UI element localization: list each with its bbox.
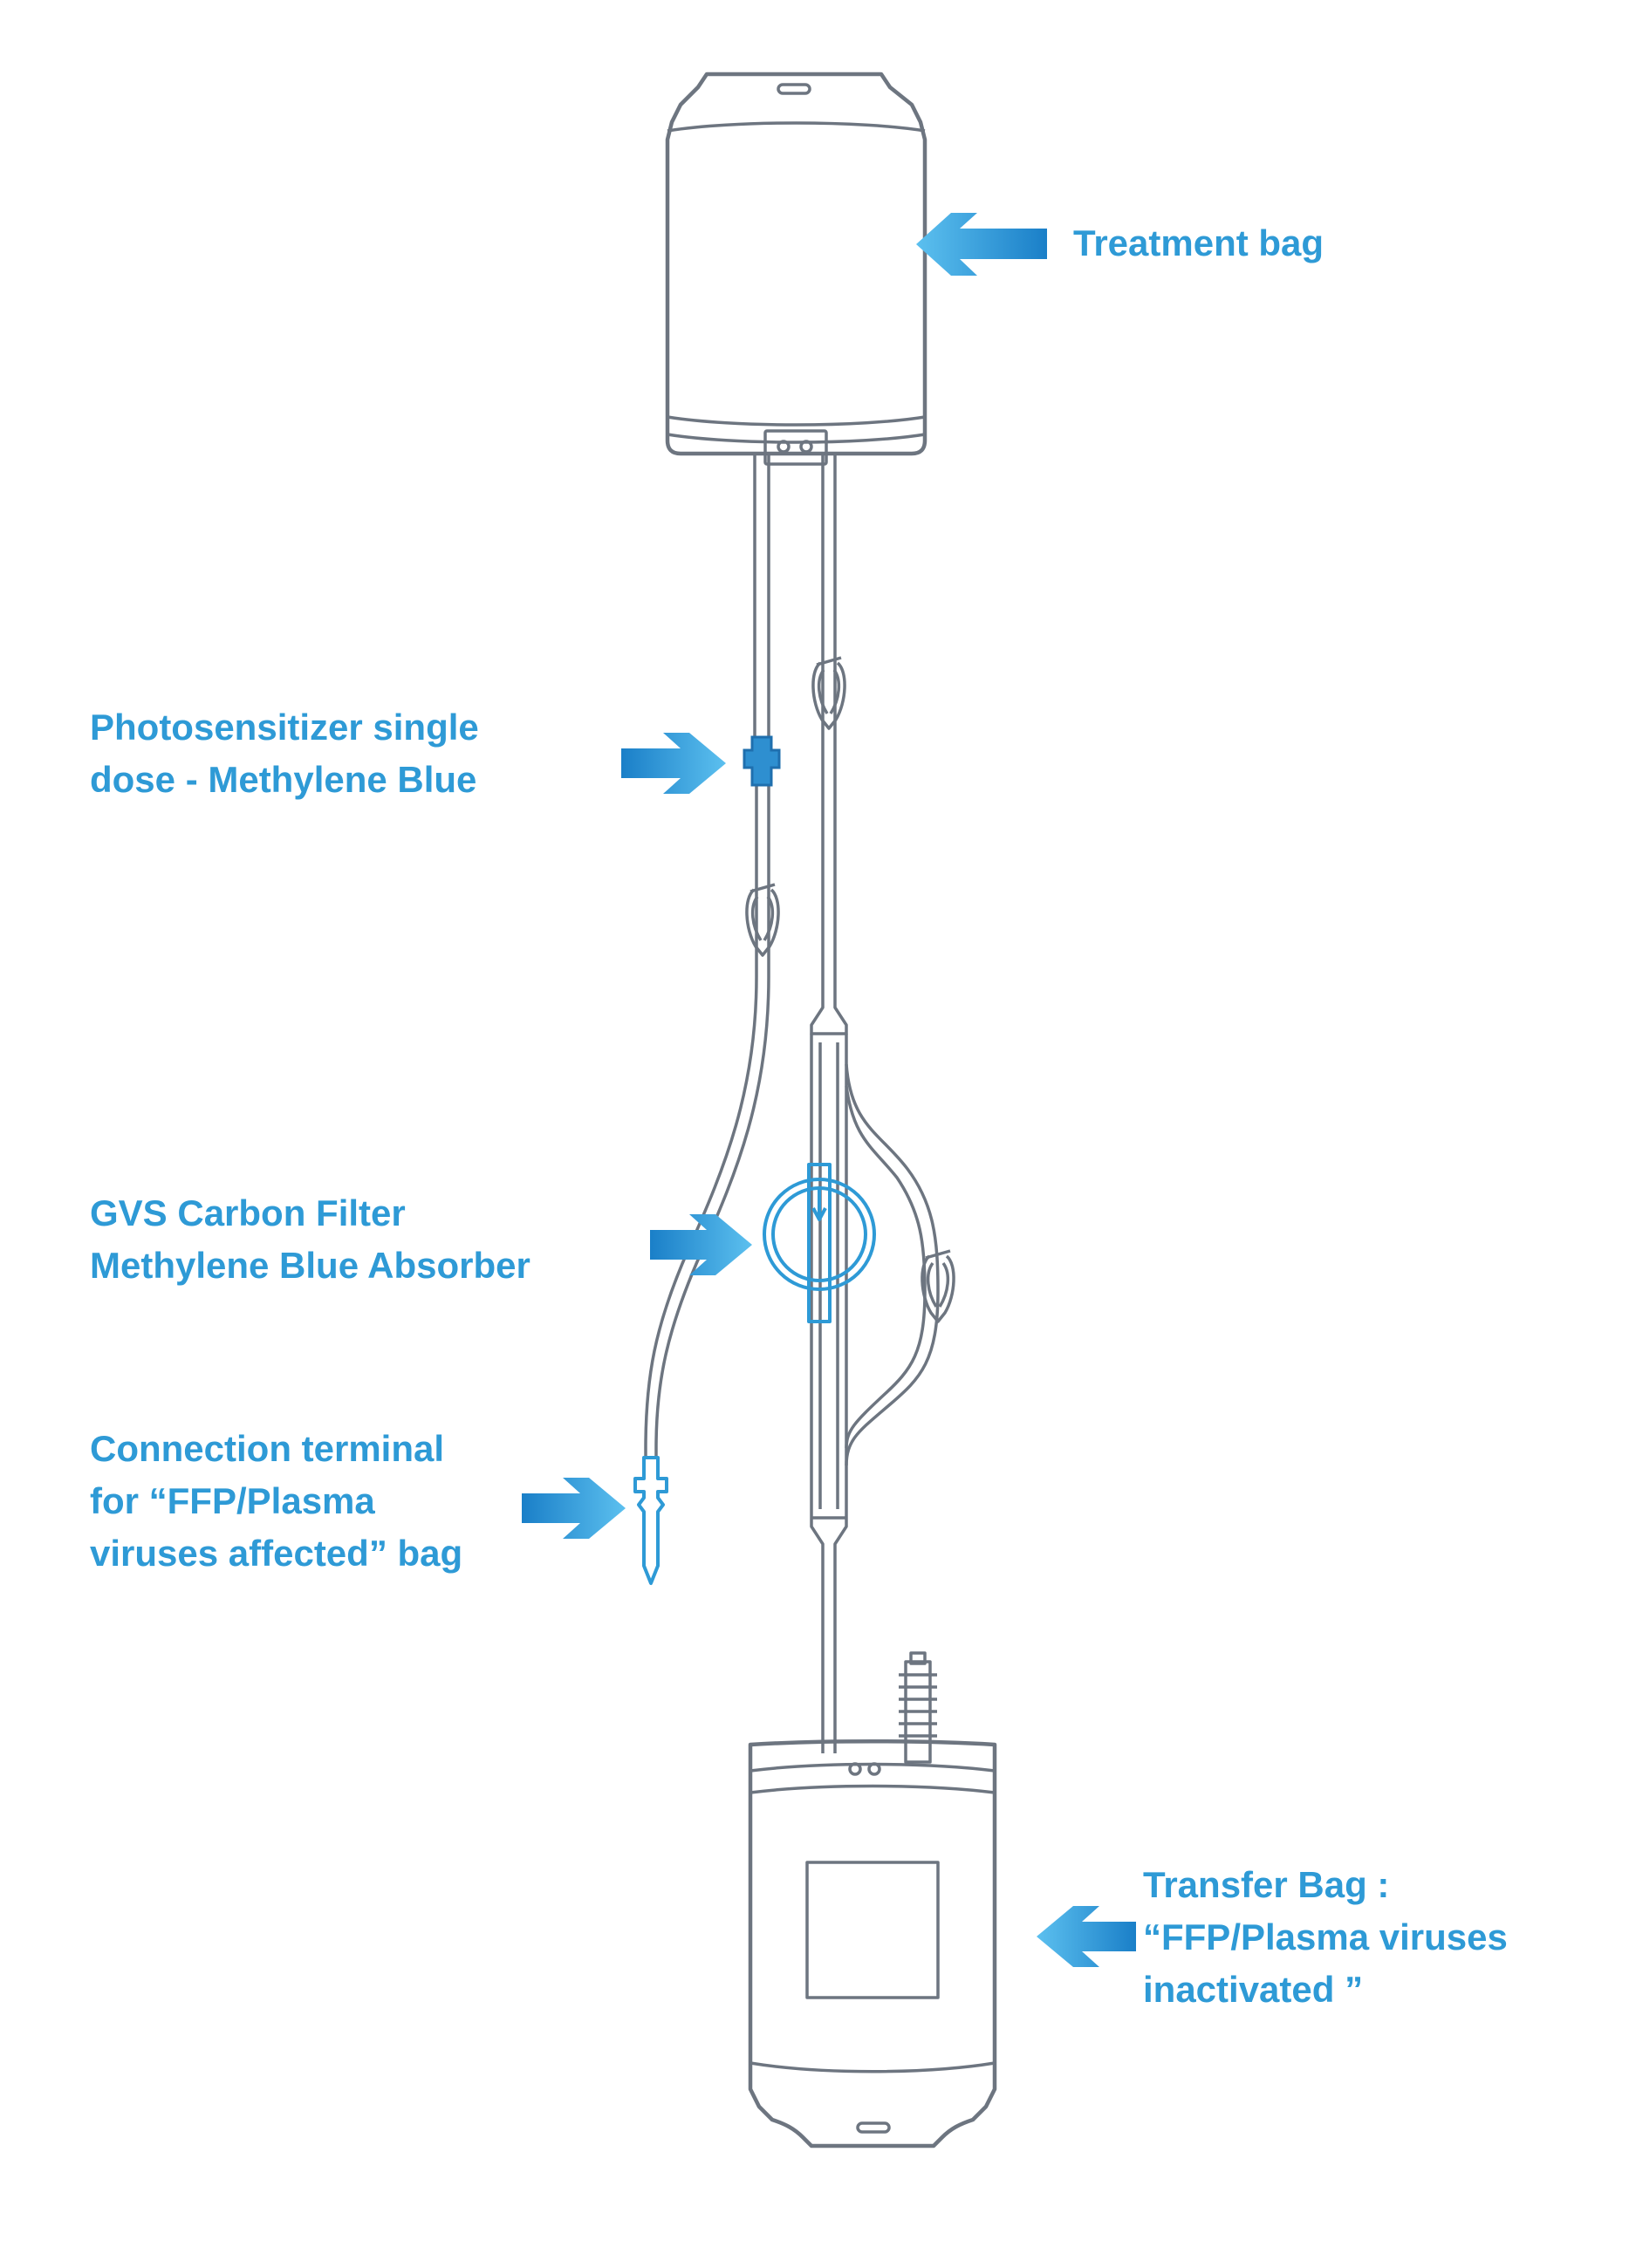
connection-terminal-label: Connection terminal for “FFP/Plasma viru…: [90, 1428, 462, 1574]
arrow-icon: [916, 213, 1047, 276]
arrow-icon: [650, 1214, 752, 1275]
filter-icon: [763, 1163, 876, 1323]
clamp-icon: [811, 656, 846, 730]
methylene-blue-unit: [743, 735, 781, 787]
left-tubing: [644, 454, 770, 1452]
treatment-bag: [665, 72, 927, 466]
spike-connector-icon: [633, 1452, 668, 1585]
transfer-tubing: [821, 1561, 837, 1753]
port-icon: [777, 440, 791, 454]
clamp-icon: [745, 883, 780, 957]
photosensitizer-label: Photosensitizer single dose - Methylene …: [90, 707, 489, 800]
hanger-slot: [777, 83, 811, 95]
treatment-bag-label: Treatment bag: [1073, 222, 1324, 263]
arrow-icon: [621, 733, 726, 794]
hanger-slot: [856, 2121, 891, 2134]
port-icon: [799, 440, 813, 454]
port-icon: [848, 1762, 862, 1776]
label-window: [805, 1861, 940, 1999]
transfer-bag: [748, 1651, 997, 2148]
carbon-filter-label: GVS Carbon Filter Methylene Blue Absorbe…: [90, 1192, 530, 1286]
filter-assembly: [810, 990, 940, 1561]
transfer-bag-label: Transfer Bag : “FFP/Plasma viruses inact…: [1143, 1864, 1518, 2010]
port-icon: [867, 1762, 881, 1776]
arrow-icon: [1037, 1906, 1136, 1967]
arrow-icon: [522, 1478, 626, 1539]
